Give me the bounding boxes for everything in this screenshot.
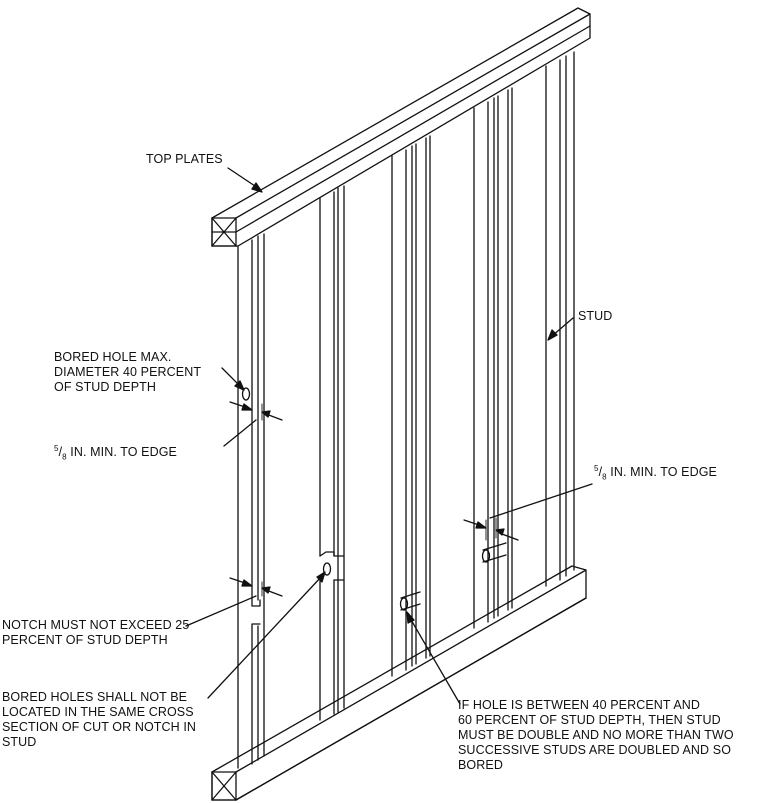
label-notch: NOTCH MUST NOT EXCEED 25 PERCENT OF STUD… <box>2 618 190 647</box>
stud-2 <box>319 185 345 721</box>
label-double-stud: IF HOLE IS BETWEEN 40 PERCENT AND 60 PER… <box>458 698 734 772</box>
leader-stud <box>547 317 574 341</box>
label-edge-distance-left: 5/8 IN. MIN. TO EDGE <box>54 444 177 462</box>
label-bored-hole-max: BORED HOLE MAX. DIAMETER 40 PERCENT OF S… <box>54 350 202 394</box>
top-plates <box>211 7 591 247</box>
leader-double-stud <box>406 611 461 705</box>
dimension-notch <box>185 577 283 627</box>
dimension-edge-right <box>463 483 593 541</box>
label-bored-holes-cross-section: BORED HOLES SHALL NOT BE LOCATED IN THE … <box>2 690 197 749</box>
dimension-edge-left <box>223 401 283 447</box>
stud-5 <box>545 51 575 587</box>
label-edge-distance-right: 5/8 IN. MIN. TO EDGE <box>594 464 717 482</box>
leader-bored-hole <box>221 367 245 391</box>
fraction-numerator: 5 <box>594 464 599 473</box>
stud-1 <box>237 233 265 769</box>
leader-top-plates <box>227 167 263 193</box>
leader-bored-holes-cross <box>207 571 326 699</box>
stud-3-double <box>391 135 431 677</box>
edge-text: IN. MIN. TO EDGE <box>66 445 177 460</box>
fraction-denominator: 8 <box>62 452 67 462</box>
stud-4-double <box>473 87 513 629</box>
fraction-denominator: 8 <box>602 472 607 482</box>
fraction-numerator: 5 <box>54 444 59 453</box>
label-stud: STUD <box>578 309 613 323</box>
edge-text: IN. MIN. TO EDGE <box>606 465 717 480</box>
bottom-plate <box>211 565 587 801</box>
label-top-plates: TOP PLATES <box>146 152 223 166</box>
